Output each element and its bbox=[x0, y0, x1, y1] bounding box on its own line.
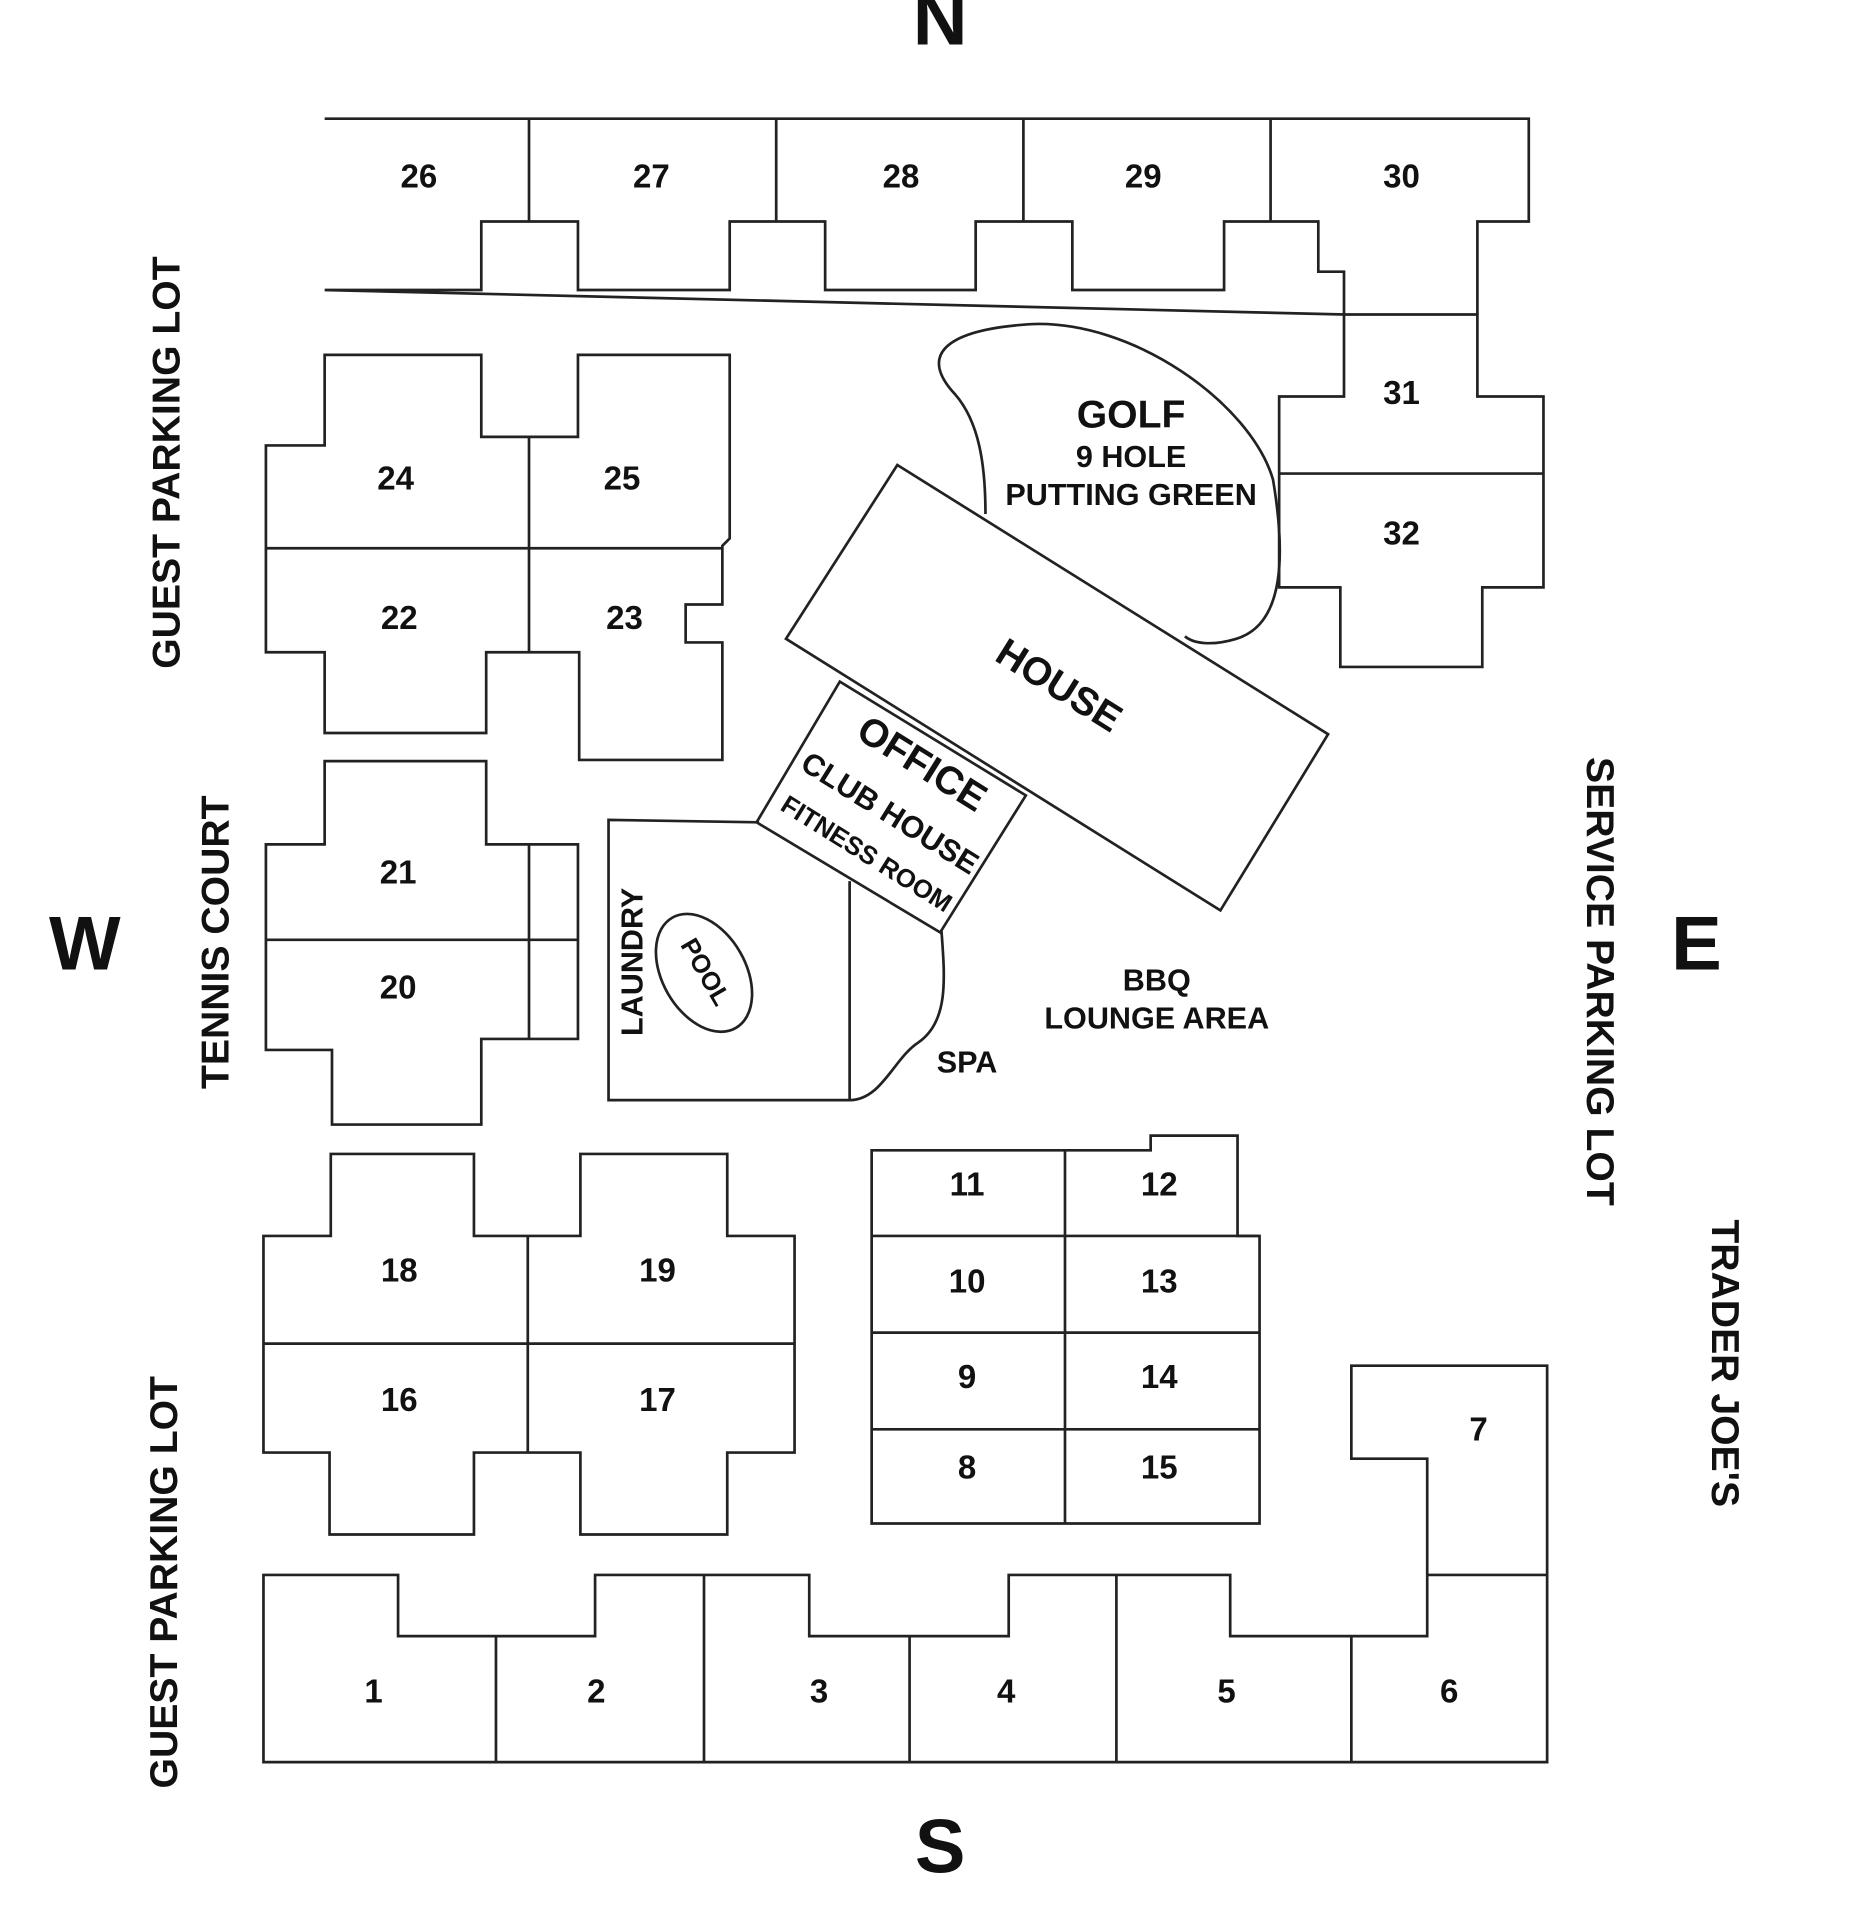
unit-number-29: 29 bbox=[1125, 158, 1162, 195]
unit-number-16: 16 bbox=[381, 1382, 418, 1419]
unit-number-2: 2 bbox=[587, 1673, 605, 1710]
unit-number-20: 20 bbox=[380, 970, 417, 1007]
unit-number-8: 8 bbox=[958, 1449, 976, 1486]
unit-number-19: 19 bbox=[639, 1252, 676, 1289]
trader-joes-label: TRADER JOE'S bbox=[1703, 1219, 1746, 1507]
unit-number-22: 22 bbox=[381, 600, 418, 637]
pool-area bbox=[607, 818, 946, 1102]
unit-number-24: 24 bbox=[377, 461, 414, 498]
unit-number-13: 13 bbox=[1141, 1263, 1178, 1300]
compass-east: E bbox=[1671, 902, 1722, 987]
unit-number-23: 23 bbox=[606, 600, 643, 637]
unit-number-15: 15 bbox=[1141, 1449, 1178, 1486]
building-26-30 bbox=[324, 117, 1531, 316]
building-1-7 bbox=[262, 1364, 1549, 1764]
office-building bbox=[754, 679, 1028, 935]
unit-number-5: 5 bbox=[1217, 1673, 1235, 1710]
unit-number-1: 1 bbox=[364, 1673, 382, 1710]
unit-number-30: 30 bbox=[1383, 158, 1420, 195]
unit-number-4: 4 bbox=[997, 1673, 1016, 1710]
golf-title: GOLF bbox=[1077, 394, 1186, 437]
unit-number-11: 11 bbox=[950, 1167, 985, 1204]
unit-number-6: 6 bbox=[1440, 1673, 1458, 1710]
unit-number-14: 14 bbox=[1141, 1359, 1178, 1396]
building-22-25 bbox=[264, 353, 732, 762]
tennis-court-label: TENNIS COURT bbox=[195, 795, 238, 1089]
unit-number-28: 28 bbox=[883, 158, 920, 195]
unit-number-32: 32 bbox=[1383, 516, 1420, 553]
building-8-15 bbox=[870, 1134, 1261, 1525]
compass-south: S bbox=[915, 1805, 966, 1890]
unit-number-18: 18 bbox=[381, 1252, 418, 1289]
unit-number-17: 17 bbox=[639, 1382, 676, 1419]
house-building bbox=[784, 463, 1330, 913]
unit-number-31: 31 bbox=[1383, 375, 1420, 412]
building-31-32 bbox=[1277, 313, 1545, 669]
laundry-label: LAUNDRY bbox=[615, 888, 649, 1036]
unit-number-21: 21 bbox=[380, 855, 417, 892]
bbq-label: BBQ bbox=[1123, 964, 1191, 998]
house-label: HOUSE bbox=[988, 631, 1129, 741]
unit-number-12: 12 bbox=[1141, 1167, 1178, 1204]
golf-line1: 9 HOLE bbox=[1076, 440, 1186, 474]
building-20-21 bbox=[264, 759, 580, 1126]
unit-number-26: 26 bbox=[401, 158, 438, 195]
golf-line2: PUTTING GREEN bbox=[1005, 478, 1256, 512]
unit-number-27: 27 bbox=[633, 158, 670, 195]
putting-green bbox=[937, 322, 1282, 645]
unit-number-7: 7 bbox=[1469, 1411, 1487, 1448]
spa-label: SPA bbox=[937, 1046, 998, 1080]
compass-north: N bbox=[913, 0, 968, 62]
building-16-19 bbox=[262, 1152, 796, 1536]
service-parking-label: SERVICE PARKING LOT bbox=[1578, 757, 1621, 1206]
pool-label: POOL bbox=[675, 934, 736, 1011]
pool bbox=[654, 912, 754, 1034]
lounge-label: LOUNGE AREA bbox=[1044, 1002, 1269, 1036]
guest-parking-south: GUEST PARKING LOT bbox=[143, 1376, 186, 1789]
unit-number-9: 9 bbox=[958, 1359, 976, 1396]
unit-number-25: 25 bbox=[604, 461, 641, 498]
compass-west: W bbox=[49, 902, 121, 987]
unit-number-10: 10 bbox=[949, 1263, 986, 1300]
unit-labels: 1 2 3 4 5 6 7 8 9 10 11 12 13 14 15 16 1… bbox=[364, 158, 1487, 1710]
unit-number-3: 3 bbox=[810, 1673, 828, 1710]
guest-parking-north: GUEST PARKING LOT bbox=[146, 256, 189, 669]
